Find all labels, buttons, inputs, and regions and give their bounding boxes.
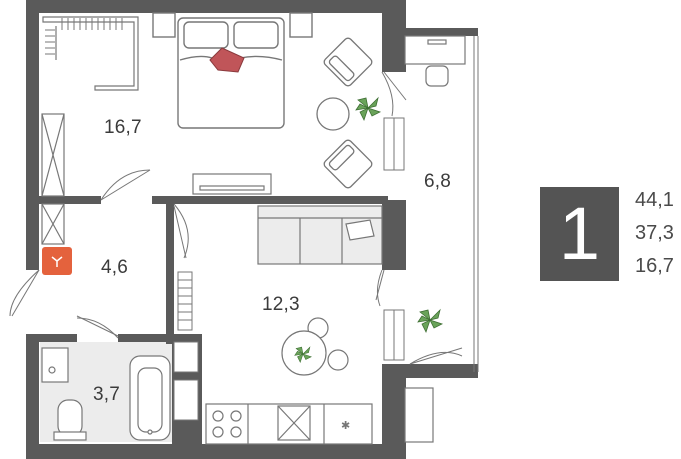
room-area-hall: 4,6 xyxy=(101,257,129,278)
tv-stand xyxy=(192,173,272,195)
room-area-bedroom: 16,7 xyxy=(104,117,142,138)
balcony-cabinet xyxy=(404,387,434,443)
wardrobe xyxy=(42,16,139,91)
plant-icon xyxy=(294,346,312,363)
total-area: 44,1 xyxy=(635,189,674,211)
closet-cabinets xyxy=(41,113,65,245)
fridge-icon: ✱ xyxy=(341,420,350,432)
rooms-count-badge: 1 xyxy=(540,187,619,281)
room-area-balcony: 6,8 xyxy=(424,171,452,192)
rooms-count: 1 xyxy=(558,192,601,275)
pillow-accent xyxy=(209,47,245,73)
living-area: 37,3 xyxy=(635,222,674,244)
sofa xyxy=(257,205,383,265)
double-bed xyxy=(152,12,313,129)
boiler-icon xyxy=(42,247,72,275)
kitchen-counter xyxy=(205,403,373,445)
windows xyxy=(173,117,405,421)
bedroom-chairs xyxy=(316,37,373,189)
doors xyxy=(9,71,463,365)
bathroom-fixtures xyxy=(41,347,171,441)
stove-icon xyxy=(212,410,242,438)
room-area-kitchen-living: 12,3 xyxy=(262,294,300,315)
bedroom-area: 16,7 xyxy=(635,255,674,277)
room-area-bathroom: 3,7 xyxy=(93,384,121,405)
plant-icon xyxy=(417,308,444,334)
balcony-glazing xyxy=(473,36,479,372)
radiator xyxy=(177,271,193,331)
balcony-desk xyxy=(404,35,466,87)
plant-icon xyxy=(355,96,382,122)
sink-icon xyxy=(277,405,311,441)
